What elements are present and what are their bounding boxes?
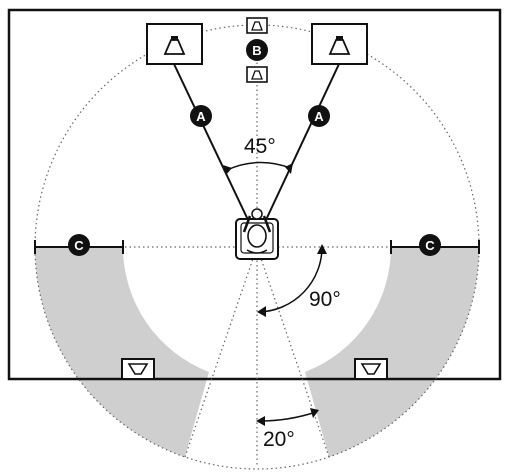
angle-arc-90 [258,246,323,313]
speaker-icon [127,363,149,375]
marker-center: B [246,39,268,61]
arrow-head [223,165,232,175]
arrow-head [256,416,265,426]
arrow-head [310,408,319,418]
svg-text:A: A [314,109,324,124]
center-speaker-upper [246,17,268,34]
center-speaker-lower [246,66,268,83]
rear-wedge-right [256,246,331,461]
listener-chair-icon [235,208,279,260]
surround-left-speaker [121,358,155,380]
arrow-head [317,244,327,254]
marker-surround-right: C [419,234,441,256]
front-angle-label: 45° [244,135,276,158]
svg-text:B: B [252,43,261,58]
side-angle-label: 90° [309,288,341,311]
front-left-speaker [146,23,203,65]
marker-surround-left: C [68,234,90,256]
center-speaker-icon [251,70,263,80]
front-left-line [173,63,250,223]
svg-text:C: C [74,238,84,253]
svg-text:A: A [196,109,206,124]
surround-right-speaker [354,358,388,380]
room-outline [7,8,502,381]
front-right-line [264,63,340,223]
speaker-icon [328,36,351,55]
angle-arc-45 [226,161,291,171]
speaker-icon [163,36,186,55]
rear-angle-label: 20° [263,428,295,451]
surround-zone-right [305,247,479,469]
arrow-head [257,306,266,317]
arrow-head [285,163,293,174]
svg-text:C: C [425,238,435,253]
center-speaker-icon [251,21,263,31]
front-right-speaker [311,23,368,65]
rear-wedge-left [183,246,258,461]
marker-front-left: A [190,105,212,127]
speaker-icon [360,363,382,375]
marker-front-right: A [308,105,330,127]
angle-arc-20 [257,411,317,422]
